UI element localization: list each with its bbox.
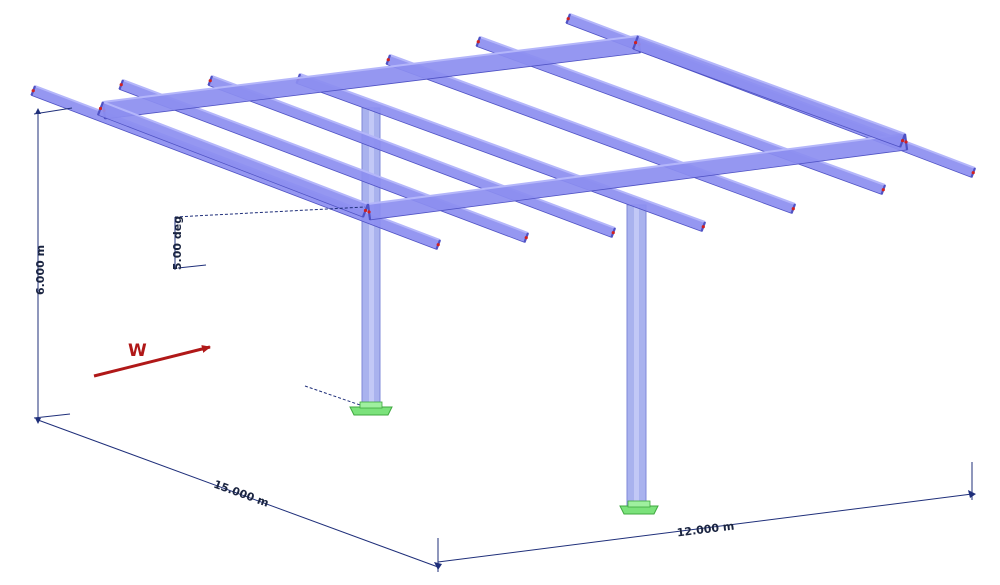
width-dimension-line [437,493,973,563]
wind-label: W [128,341,147,361]
dimension-ticks [35,108,976,570]
width-dimension-label: 12.000 m [676,520,735,540]
cross-beam-left[interactable] [96,101,370,218]
support-right[interactable] [619,500,659,515]
main-beam-front[interactable] [366,133,909,221]
height-extension-bottom [33,413,71,419]
columns [361,107,647,506]
dimension-lines [33,107,973,572]
wind-load[interactable]: W [93,341,211,378]
column-left[interactable] [361,107,381,409]
length-dimension-line [37,419,439,568]
length-dimension-label: 15.000 m [212,478,271,510]
height-dimension-label: 6.000 m [34,245,47,295]
support-left[interactable] [349,401,393,416]
slope-angle-label: 5.00 deg [171,216,184,270]
supports [349,401,659,515]
column-right[interactable] [626,204,647,506]
wind-arrow-icon [93,345,211,378]
slope-reference-line [174,206,366,218]
cross-beam-right[interactable] [632,35,907,148]
cross-beams [96,35,907,218]
slope-angle-base [177,264,207,269]
ground-reference-line [304,385,361,406]
main-beams [101,35,909,221]
